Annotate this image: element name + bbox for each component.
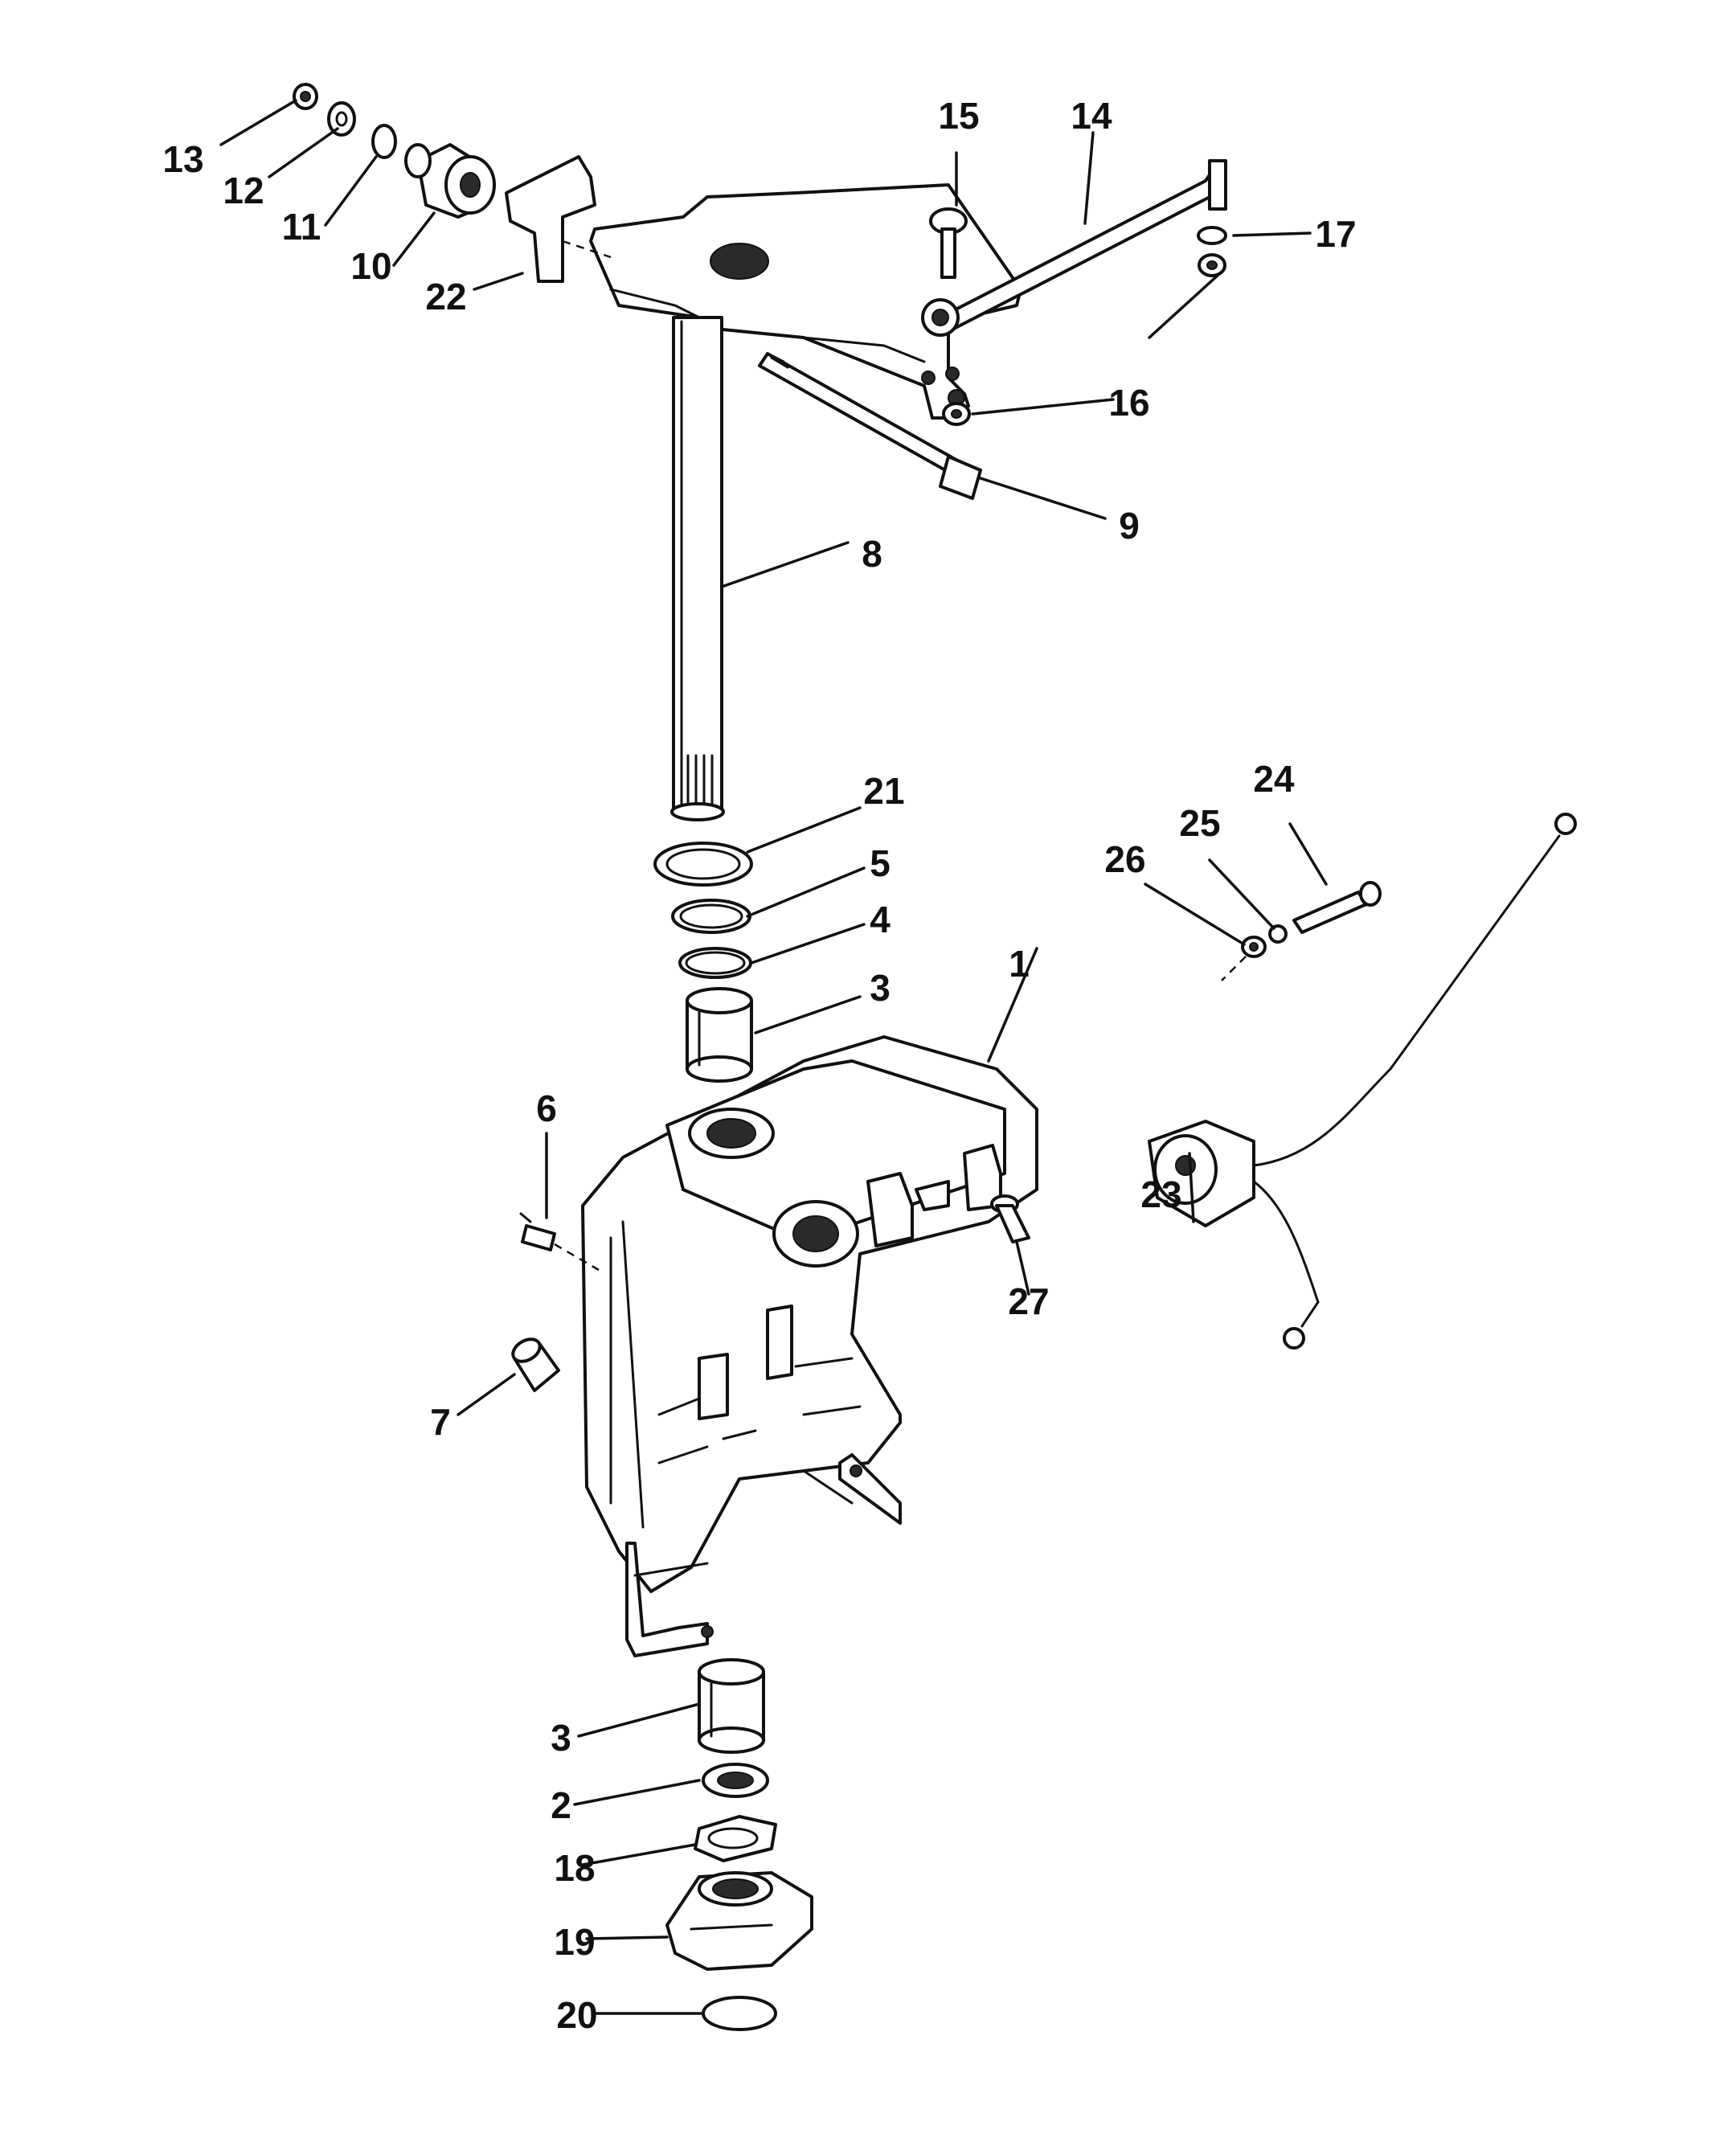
callout-3-upper: 3	[870, 967, 891, 1009]
seal-2	[702, 1763, 769, 1798]
assembly-line-26	[1221, 956, 1247, 981]
leader-lines	[219, 99, 1328, 2015]
washer-11	[371, 124, 397, 159]
screw-6	[519, 1212, 556, 1251]
bushing-3-upper	[686, 987, 753, 1083]
screw-24	[1292, 881, 1382, 934]
callout-13: 13	[162, 138, 203, 180]
bushing-7	[511, 1337, 560, 1392]
callout-19: 19	[554, 1921, 595, 1963]
callout-17: 17	[1315, 213, 1356, 255]
callout-10: 10	[350, 245, 391, 287]
callout-22: 22	[425, 276, 466, 317]
nut-16-upper	[1198, 253, 1226, 277]
bolt-9	[758, 352, 982, 500]
screw-27	[990, 1194, 1030, 1243]
tie-bar	[921, 159, 1227, 337]
callout-15: 15	[938, 95, 979, 137]
bolt-15	[929, 207, 968, 279]
callout-26: 26	[1104, 838, 1145, 880]
retainer-18	[694, 1815, 777, 1862]
washer-26	[1241, 936, 1267, 958]
snap-ring-20	[702, 1996, 777, 2031]
callout-16-lower: 16	[1108, 382, 1149, 424]
washer-17	[1197, 226, 1227, 245]
callout-18: 18	[554, 1847, 595, 1889]
callout-8: 8	[862, 533, 882, 575]
washer-21	[653, 842, 753, 887]
callout-21: 21	[863, 770, 904, 812]
callout-27: 27	[1008, 1280, 1049, 1322]
steering-shaft	[670, 316, 725, 821]
callout-labels: 1 2 3 3 4 5 6 7 8 9 10 11 12 13 14 15 16…	[162, 95, 1356, 2036]
callout-3-lower: 3	[551, 1717, 571, 1759]
callout-11: 11	[282, 206, 321, 248]
callout-12: 12	[223, 170, 264, 211]
mount-10	[404, 143, 496, 219]
steering-yoke-19	[665, 1871, 813, 1971]
callout-4: 4	[870, 899, 891, 940]
washer-12	[327, 101, 356, 137]
callout-6: 6	[536, 1087, 557, 1129]
callout-20: 20	[556, 1994, 597, 2036]
seal-5	[671, 899, 751, 934]
steering-arm	[589, 183, 1022, 420]
callout-9: 9	[1119, 505, 1140, 547]
lockwasher-25	[1268, 924, 1288, 944]
bushing-3-lower	[698, 1658, 765, 1754]
swivel-bracket	[581, 1035, 1038, 1657]
callout-1: 1	[1009, 943, 1030, 985]
nut-16-lower	[942, 402, 971, 426]
nut-13	[293, 83, 318, 110]
callout-14: 14	[1071, 95, 1112, 137]
o-ring-4	[678, 947, 752, 979]
callout-5: 5	[870, 842, 891, 884]
callout-24: 24	[1253, 758, 1295, 800]
callout-2: 2	[551, 1784, 571, 1826]
bracket-22	[505, 155, 596, 283]
electric-component-23	[1148, 813, 1577, 1350]
callout-23: 23	[1140, 1173, 1181, 1215]
callout-25: 25	[1179, 802, 1220, 844]
callout-7: 7	[430, 1401, 451, 1443]
